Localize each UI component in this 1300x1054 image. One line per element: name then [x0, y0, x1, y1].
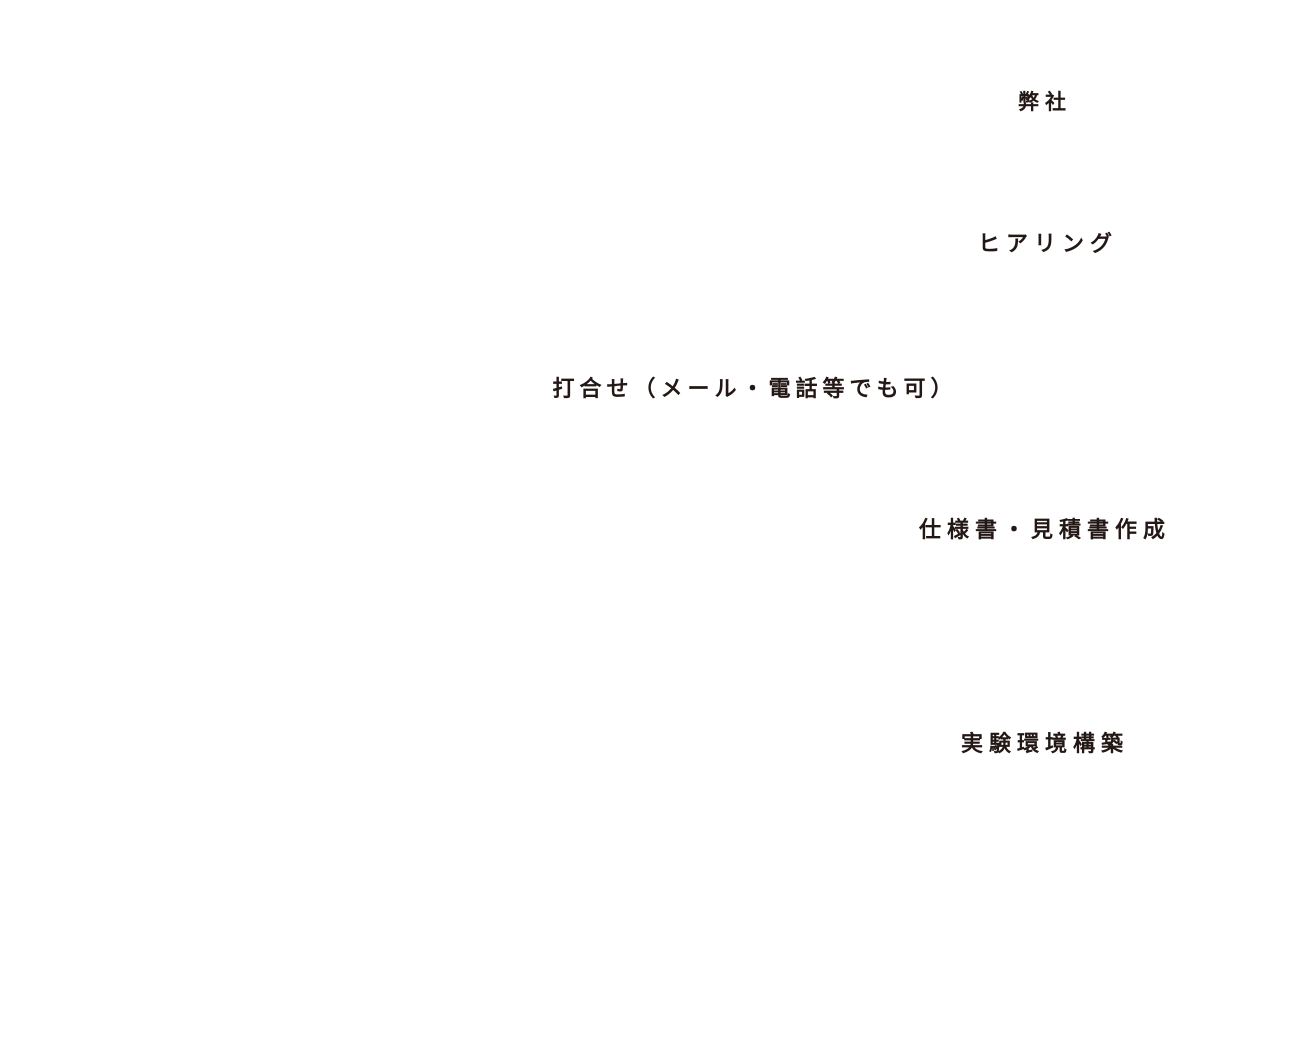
step-label-specification-estimate: 仕様書・見積書作成	[918, 518, 1172, 543]
step-label-experiment-environment: 実験環境構築	[960, 732, 1130, 757]
step-label-company: 弊社	[1018, 90, 1072, 114]
step-label-hearing: ヒアリング	[977, 232, 1119, 257]
step-label-meeting: 打合せ（メール・電話等でも可）	[552, 377, 958, 402]
